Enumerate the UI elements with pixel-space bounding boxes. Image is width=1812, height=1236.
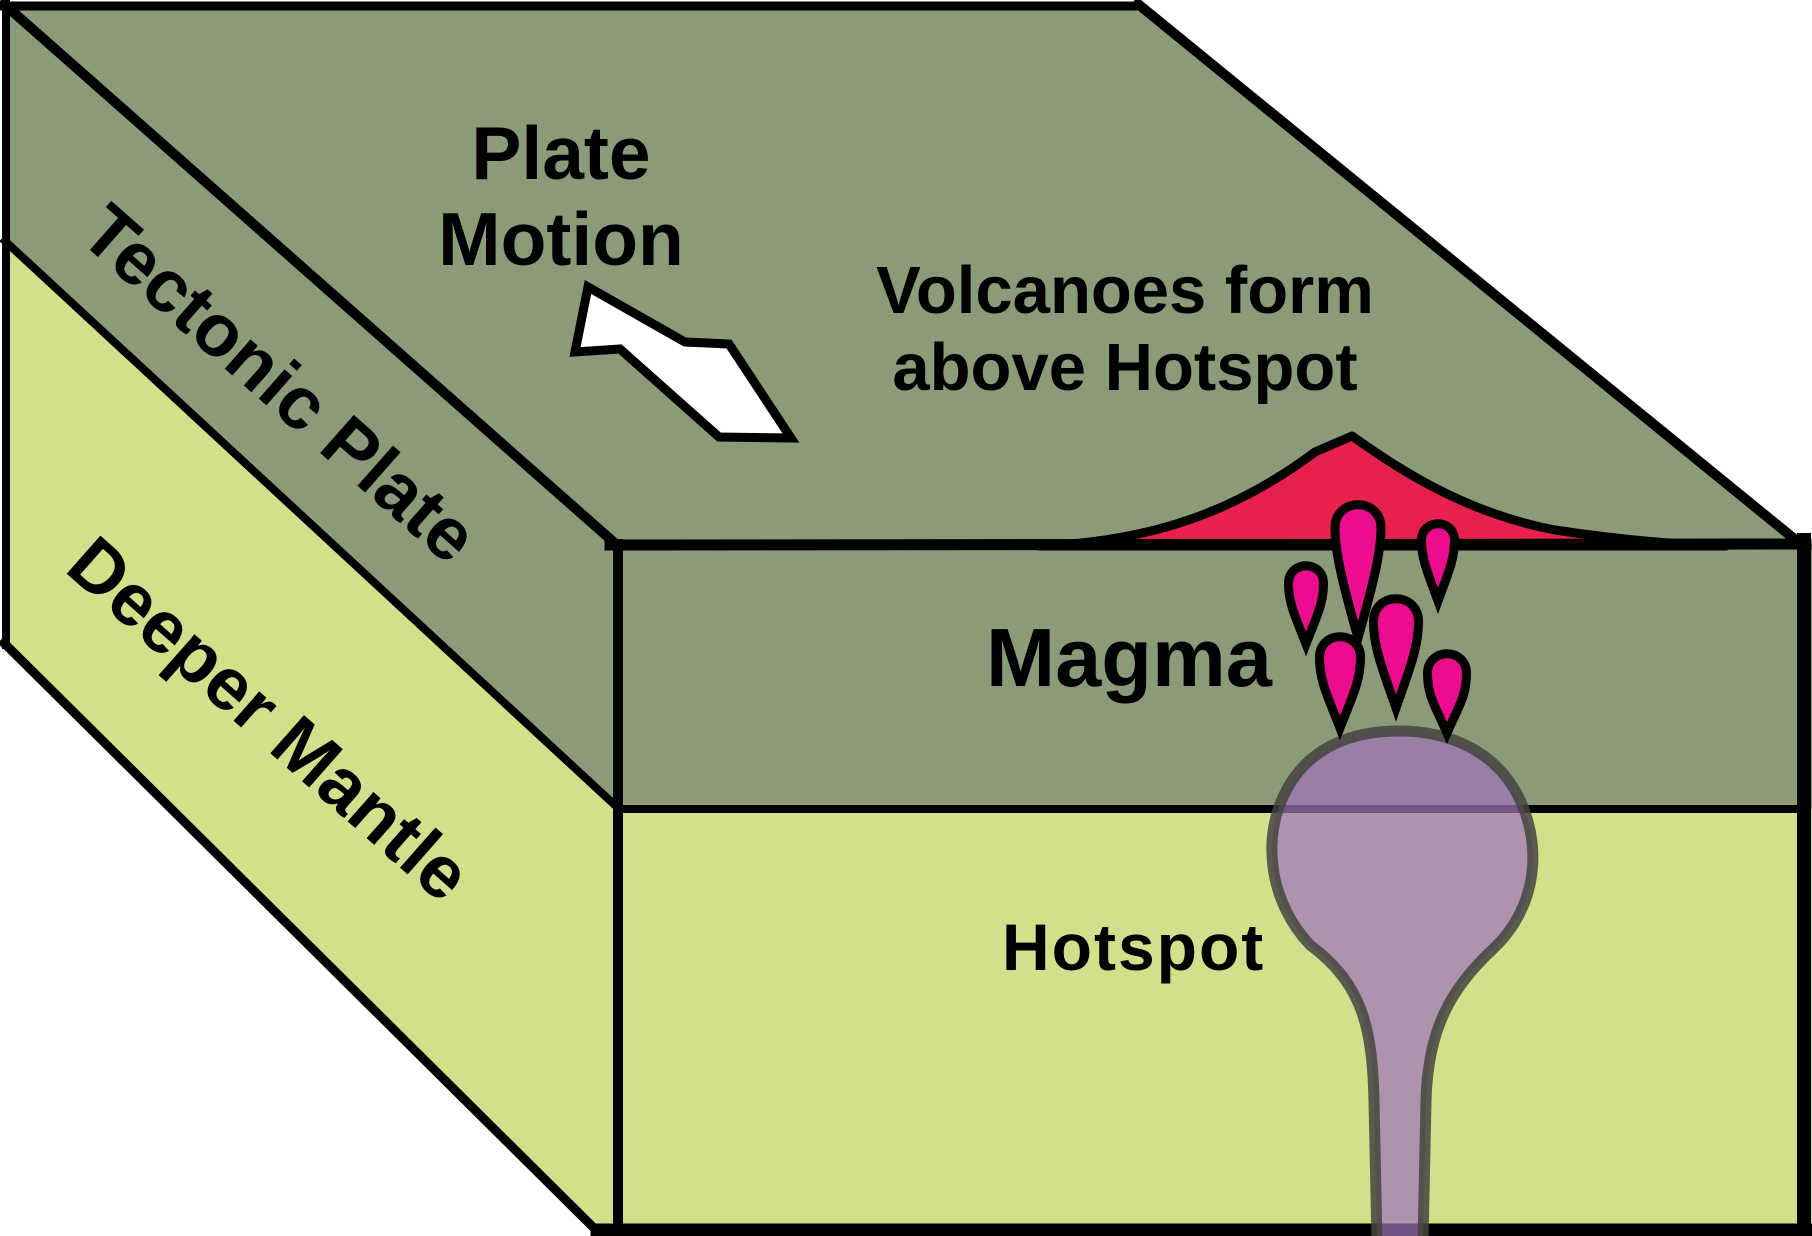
- magma-droplet: [1416, 519, 1460, 615]
- top-right-edge: [1130, 0, 1811, 554]
- magma-droplet: [1368, 594, 1424, 722]
- hotspot-label: Hotspot: [1002, 910, 1266, 984]
- tectonic-plate-front-face: [618, 544, 1812, 809]
- hotspot-plume: [1266, 725, 1539, 1236]
- plate-mantle-boundary-side: [0, 235, 624, 814]
- plate-motion-arrow-icon: [569, 280, 800, 443]
- volcanoes-form-line1: Volcanoes form: [876, 253, 1374, 328]
- bottom-left-edge: [0, 636, 609, 1236]
- deeper-mantle-side-face: [4, 242, 618, 1236]
- magma-droplet: [1314, 632, 1366, 741]
- front-top-edge: [604, 538, 1812, 551]
- volcanoes-form-label: Volcanoes form above Hotspot: [825, 252, 1425, 406]
- magma-label: Magma: [986, 611, 1272, 704]
- top-face: [7, 4, 1801, 546]
- tectonic-plate-side-face: [7, 4, 618, 806]
- top-left-edge: [0, 0, 626, 554]
- magma-droplets: [1283, 500, 1472, 745]
- deeper-mantle-front-face: [618, 809, 1812, 1236]
- magma-droplet: [1283, 561, 1329, 657]
- magma-droplet: [1330, 500, 1386, 655]
- plate-motion-label: Plate Motion: [381, 110, 741, 283]
- volcanoes-form-line2: above Hotspot: [892, 330, 1358, 406]
- plate-motion-line1: Plate: [471, 111, 651, 195]
- magma-droplet: [1422, 649, 1472, 745]
- plate-motion-line2: Motion: [438, 197, 684, 282]
